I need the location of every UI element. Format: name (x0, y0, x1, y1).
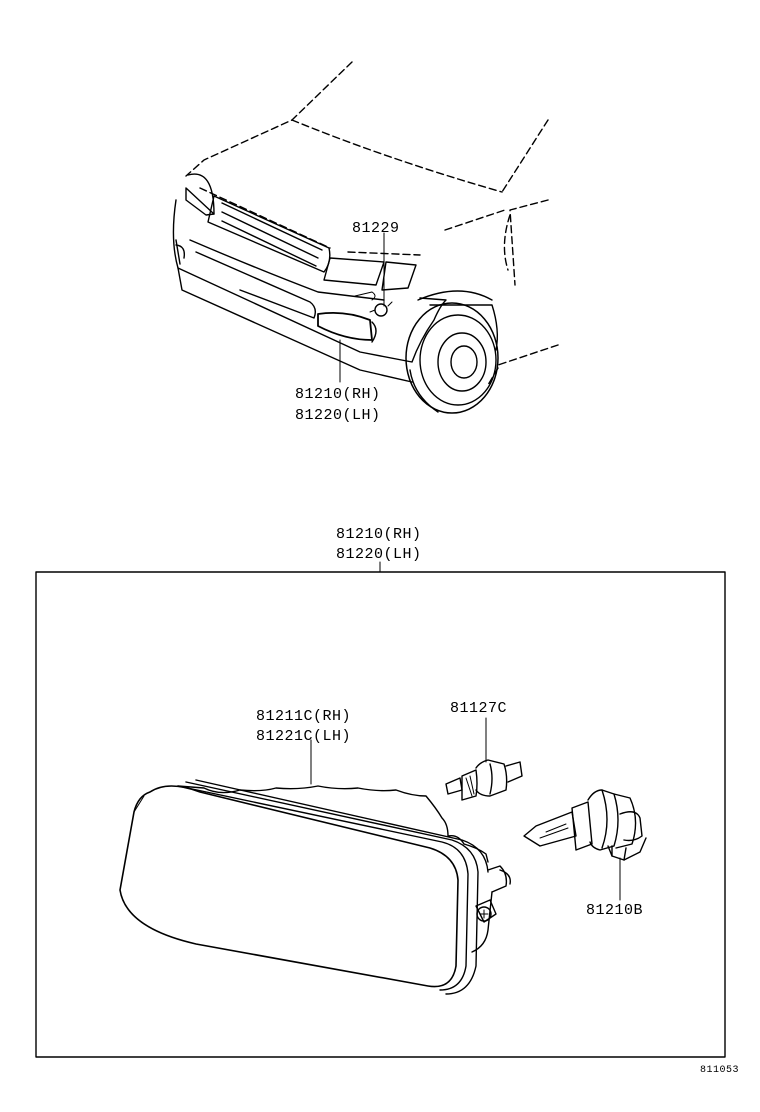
assembly-frame (35, 571, 726, 1058)
label-81210-rh-top: 81210(RH) (295, 386, 381, 403)
vehicle-front-illustration (172, 61, 559, 414)
diagram-code: 811053 (700, 1065, 739, 1076)
label-81211c-rh: 81211C(RH) (256, 708, 351, 725)
label-81220-lh-assy: 81220(LH) (336, 546, 422, 563)
fog-lamp-housing (119, 779, 511, 995)
label-81229: 81229 (352, 220, 400, 237)
label-81127c: 81127C (450, 700, 507, 717)
label-81210b: 81210B (586, 902, 643, 919)
label-81210-rh-assy: 81210(RH) (336, 526, 422, 543)
label-81220-lh-top: 81220(LH) (295, 407, 381, 424)
bulb-81210b (523, 789, 647, 861)
bulb-81127c (445, 759, 523, 801)
label-81221c-lh: 81221C(LH) (256, 728, 351, 745)
